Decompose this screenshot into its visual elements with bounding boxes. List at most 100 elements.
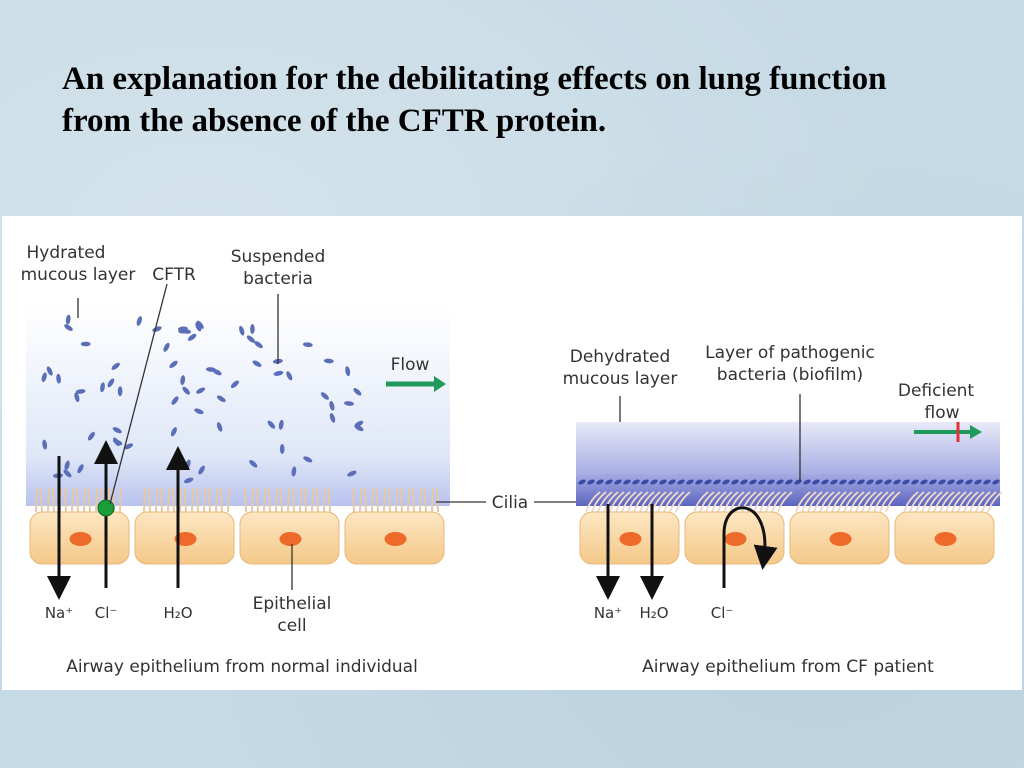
bacterium: [65, 314, 71, 325]
bacterium: [64, 324, 73, 331]
cilium: [753, 491, 769, 513]
cf-caption: Airway epithelium from CF patient: [642, 657, 934, 677]
biofilm-bacterium: [974, 479, 982, 485]
biofilm-bacterium: [920, 479, 928, 485]
cftr-pointer: [109, 283, 168, 505]
bacterium: [239, 325, 245, 336]
cilium: [47, 487, 50, 513]
cilium: [849, 491, 865, 513]
bacterium: [170, 427, 177, 437]
cilium: [419, 487, 422, 513]
bacterium: [246, 335, 256, 343]
biofilm-bacterium: [785, 479, 793, 485]
flow-arrow-head: [434, 376, 446, 392]
bacterium: [41, 372, 47, 383]
biofilm-bacterium: [929, 479, 937, 485]
biofilm-bacterium: [704, 479, 712, 485]
cilium: [933, 491, 949, 513]
bacterium: [87, 431, 95, 441]
bacterium: [182, 386, 190, 395]
cilium: [807, 491, 823, 513]
cilium: [155, 487, 158, 513]
flow-label: Flow: [391, 355, 430, 375]
cilium: [861, 491, 877, 513]
h2o-label: H₂O: [163, 604, 192, 622]
biofilm-bacterium: [812, 479, 820, 485]
cell-nucleus: [384, 532, 407, 546]
bacterium: [254, 341, 263, 349]
bacterium: [163, 342, 170, 352]
biofilm-bacterium: [632, 479, 640, 485]
cilium: [795, 491, 811, 513]
cilium: [765, 491, 781, 513]
biofilm-bacterium: [830, 479, 838, 485]
suspended-label-2: bacteria: [243, 269, 313, 289]
biofilm-bacterium: [893, 479, 901, 485]
bacterium: [279, 444, 285, 454]
bacterium: [354, 424, 364, 432]
bacterium: [353, 388, 362, 396]
cf-h2o-label: H₂O: [639, 604, 668, 622]
bacterium: [216, 395, 226, 403]
cilium: [431, 487, 434, 513]
bacterium: [267, 420, 276, 429]
biofilm-bacterium: [749, 479, 757, 485]
cilium: [179, 487, 182, 513]
bacterium: [183, 477, 194, 484]
biofilm-bacterium: [902, 479, 910, 485]
na-label: Na⁺: [45, 604, 73, 622]
biofilm-bacterium: [668, 479, 676, 485]
biofilm-bacterium: [938, 479, 946, 485]
bacterium: [230, 380, 239, 389]
dehydrated-label-2: mucous layer: [563, 369, 678, 389]
biofilm-bacterium: [776, 479, 784, 485]
biofilm-bacterium: [659, 479, 667, 485]
biofilm-bacterium: [947, 479, 955, 485]
biofilm-bacterium: [605, 479, 613, 485]
bacterium: [249, 460, 258, 468]
cilium: [609, 491, 625, 513]
cilium: [699, 491, 715, 513]
biofilm-bacterium: [623, 479, 631, 485]
biofilm-bacterium: [641, 479, 649, 485]
biofilm-bacterium: [614, 479, 622, 485]
cilium: [371, 487, 374, 513]
bacterium: [42, 439, 48, 450]
bacterium: [329, 400, 335, 411]
cf-matted-cilia: [585, 491, 1003, 513]
cilium: [323, 487, 326, 513]
biofilm-bacterium: [965, 479, 973, 485]
cilium: [927, 491, 943, 513]
cilium: [921, 491, 937, 513]
biofilm-label-1: Layer of pathogenic: [705, 343, 875, 363]
biofilm-bacterium: [677, 479, 685, 485]
cilium: [88, 487, 91, 513]
deficient-flow-arrow-head: [970, 425, 982, 439]
cilium: [825, 491, 841, 513]
bacterium: [187, 333, 197, 341]
biofilm-bacterium: [992, 479, 1000, 485]
bacterium: [74, 392, 80, 403]
bacterium: [111, 362, 120, 370]
cilium: [119, 487, 122, 513]
bacterium: [136, 316, 142, 326]
bacterium: [278, 419, 284, 430]
biofilm-bacterium: [578, 479, 586, 485]
cilium: [263, 487, 266, 513]
cf-epithelial-cells: [579, 511, 995, 565]
cilium: [40, 487, 43, 513]
bacterium: [100, 382, 105, 393]
cilium: [873, 491, 889, 513]
cilium: [717, 491, 733, 513]
cilium: [191, 487, 194, 513]
suspended-label-1: Suspended: [231, 247, 326, 267]
cilium: [359, 487, 362, 513]
biofilm-bacterium: [713, 479, 721, 485]
bacterium: [112, 427, 122, 434]
cell-nucleus: [69, 532, 92, 546]
bacterium: [345, 366, 351, 377]
cf-panel: Dehydrated mucous layer Layer of pathoge…: [563, 343, 1003, 677]
cilium: [729, 491, 745, 513]
cilium: [383, 487, 386, 513]
biofilm-bacterium: [758, 479, 766, 485]
